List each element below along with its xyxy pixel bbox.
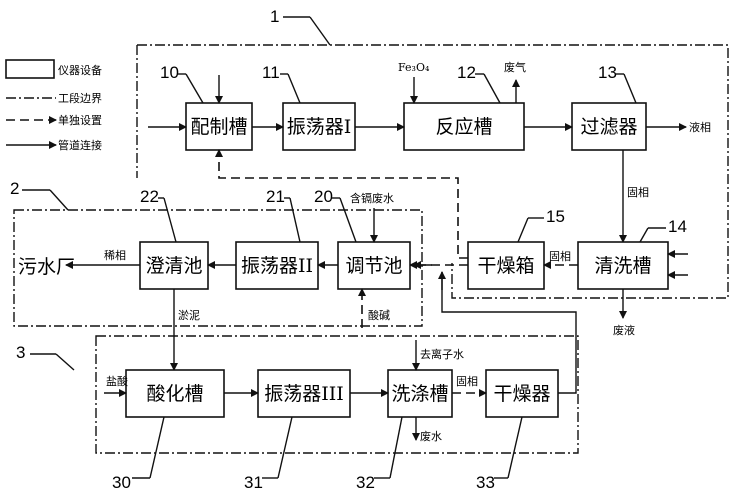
legend-separate-label: 单独设置: [58, 114, 102, 127]
unit-15-label: 干燥箱: [477, 255, 534, 277]
legend-boundary-label: 工段边界: [58, 91, 102, 105]
unit-33-number: 33: [476, 473, 495, 492]
unit-30-box: [125, 369, 225, 418]
legend-pipe-label: 管道连接: [58, 138, 102, 152]
flow-15-to-10: [215, 149, 468, 259]
unit-12-label: 反应槽: [435, 116, 492, 138]
unit-10-number: 10: [160, 63, 179, 82]
sewage-plant-label: 污水厂: [18, 256, 75, 278]
section-3-boundary: [95, 335, 579, 454]
unit-20-label: 调节池: [345, 255, 402, 277]
unit-31-box: [257, 369, 351, 418]
stream-sludge: 淤泥: [178, 309, 200, 322]
unit-31-number: 31: [244, 473, 263, 492]
unit-10-label: 配制槽: [190, 116, 247, 138]
unit-30-number: 30: [112, 473, 131, 492]
unit-31-label: 振荡器III: [264, 383, 344, 405]
stream-solid-13: 固相: [627, 186, 649, 199]
stream-fe3o4: Fe₃O₄: [398, 61, 430, 74]
unit-14-number: 14: [668, 217, 687, 236]
unit-21-label: 振荡器II: [241, 255, 313, 277]
stream-cd-wastewater: 含镉废水: [350, 191, 394, 205]
unit-12-box: [403, 102, 525, 151]
section-3-label: 3: [16, 343, 25, 362]
unit-33-label: 干燥器: [493, 383, 550, 405]
stream-waste-water: 废水: [420, 429, 442, 443]
unit-32-number: 32: [356, 473, 375, 492]
unit-11-number: 11: [262, 63, 280, 82]
stream-waste-gas: 废气: [504, 60, 526, 74]
unit-22-number: 22: [140, 187, 159, 206]
unit-13-box: [571, 102, 647, 151]
unit-20-number: 20: [314, 187, 333, 206]
unit-20-box: [337, 241, 411, 290]
unit-11-label: 振荡器I: [287, 116, 352, 138]
unit-22-label: 澄清池: [145, 255, 202, 277]
flow-33-recycle: [441, 272, 577, 394]
stream-hydrochloric-acid: 盐酸: [106, 374, 128, 388]
stream-solid-14: 固相: [549, 250, 571, 263]
unit-32-label: 洗涤槽: [391, 383, 448, 405]
unit-21-box: [235, 241, 319, 290]
stream-liquid-phase: 液相: [689, 120, 711, 134]
stream-waste-liquid: 废液: [613, 323, 635, 337]
legend-equipment-swatch: [5, 59, 55, 79]
unit-11-box: [282, 102, 356, 151]
stream-deionized-water: 去离子水: [420, 347, 464, 361]
section-1-label: 1: [270, 7, 279, 26]
stream-dilute-phase: 稀相: [104, 249, 126, 262]
legend: 仪器设备 工段边界 单独设置 管道连接: [5, 59, 102, 152]
stream-acid-base: 酸碱: [368, 308, 390, 322]
unit-13-label: 过滤器: [580, 116, 637, 138]
unit-21-number: 21: [266, 187, 285, 206]
unit-12-number: 12: [457, 63, 476, 82]
unit-13-number: 13: [598, 63, 617, 82]
legend-equipment-label: 仪器设备: [58, 63, 102, 77]
stream-solid-32: 固相: [456, 375, 478, 388]
unit-15-number: 15: [546, 207, 565, 226]
unit-30-label: 酸化槽: [146, 383, 203, 405]
section-2-boundary: [13, 209, 423, 327]
section-2-label: 2: [10, 179, 19, 198]
unit-14-label: 清洗槽: [594, 255, 651, 277]
